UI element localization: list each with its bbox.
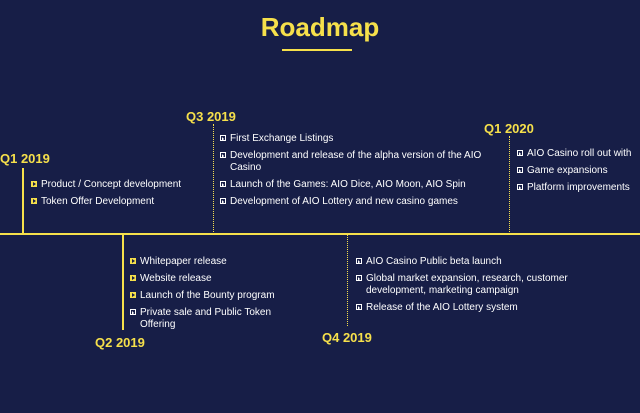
play-bullet-icon <box>220 135 226 141</box>
list-item: Private sale and Public Token Offering <box>130 307 305 331</box>
milestone-list-q4-2019: AIO Casino Public beta launch Global mar… <box>356 256 586 319</box>
list-item: Launch of the Games: AIO Dice, AIO Moon,… <box>220 179 485 191</box>
milestone-list-q1-2020: AIO Casino roll out with Game expansions… <box>517 148 640 199</box>
milestone-label-q4-2019: Q4 2019 <box>322 330 372 345</box>
list-item: AIO Casino roll out with <box>517 148 640 160</box>
list-item: Website release <box>130 273 305 285</box>
list-item: Development and release of the alpha ver… <box>220 150 485 174</box>
play-bullet-icon <box>517 167 523 173</box>
list-item: Launch of the Bounty program <box>130 290 305 302</box>
q3-2019-connector <box>213 124 214 234</box>
q4-2019-connector <box>347 234 348 326</box>
list-item: Game expansions <box>517 165 640 177</box>
play-bullet-icon <box>517 184 523 190</box>
list-item: Development of AIO Lottery and new casin… <box>220 196 485 208</box>
q2-2019-connector <box>122 234 124 330</box>
play-bullet-icon <box>130 258 136 264</box>
q1-2019-connector <box>22 168 24 234</box>
play-bullet-icon <box>31 198 37 204</box>
play-bullet-icon <box>356 304 362 310</box>
milestone-label-q1-2019: Q1 2019 <box>0 151 50 166</box>
milestone-list-q3-2019: First Exchange Listings Development and … <box>220 133 485 213</box>
play-bullet-icon <box>31 181 37 187</box>
milestone-list-q1-2019: Product / Concept development Token Offe… <box>31 179 201 213</box>
play-bullet-icon <box>220 198 226 204</box>
list-item: First Exchange Listings <box>220 133 485 145</box>
milestone-list-q2-2019: Whitepaper release Website release Launc… <box>130 256 305 336</box>
q1-2020-connector <box>509 136 510 234</box>
milestone-label-q2-2019: Q2 2019 <box>95 335 145 350</box>
play-bullet-icon <box>517 150 523 156</box>
milestone-label-q1-2020: Q1 2020 <box>484 121 534 136</box>
milestone-label-q3-2019: Q3 2019 <box>186 109 236 124</box>
timeline-axis <box>0 233 640 235</box>
play-bullet-icon <box>356 258 362 264</box>
play-bullet-icon <box>356 275 362 281</box>
list-item: Whitepaper release <box>130 256 305 268</box>
list-item: Product / Concept development <box>31 179 201 191</box>
list-item: Token Offer Development <box>31 196 201 208</box>
list-item: AIO Casino Public beta launch <box>356 256 586 268</box>
play-bullet-icon <box>130 275 136 281</box>
play-bullet-icon <box>220 181 226 187</box>
list-item: Platform improvements <box>517 182 640 194</box>
play-bullet-icon <box>130 309 136 315</box>
page-title: Roadmap <box>260 12 380 42</box>
play-bullet-icon <box>130 292 136 298</box>
list-item: Global market expansion, research, custo… <box>356 273 586 297</box>
title-underline <box>282 49 352 51</box>
list-item: Release of the AIO Lottery system <box>356 302 586 314</box>
play-bullet-icon <box>220 152 226 158</box>
